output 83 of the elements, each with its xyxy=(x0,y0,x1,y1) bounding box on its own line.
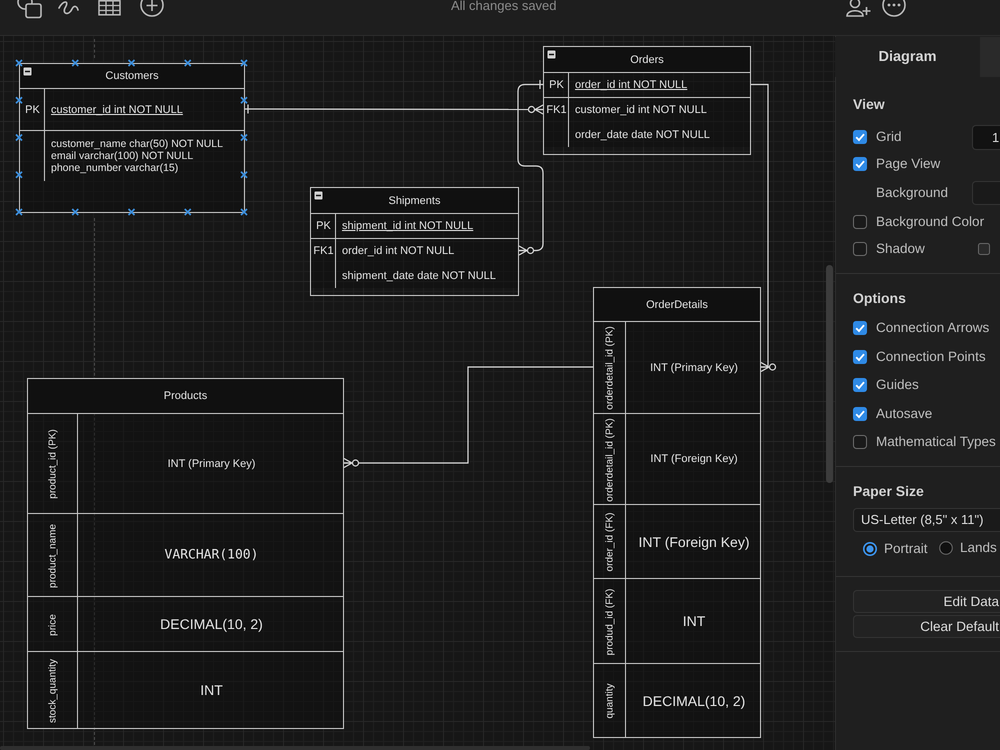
relationship-line xyxy=(517,79,544,256)
column-name: produd_id (FK) xyxy=(604,588,616,655)
button: Clear Default xyxy=(853,615,1000,638)
column-definition: order_id int NOT NULL xyxy=(342,245,454,257)
table-row xyxy=(594,413,760,504)
column-definition: order_date date NOT NULL xyxy=(575,128,710,140)
table-row xyxy=(28,596,343,651)
data-type: INT (Primary Key) xyxy=(168,458,256,470)
radio-label: Portrait xyxy=(884,540,928,558)
data-type: INT (Primary Key) xyxy=(650,362,738,374)
dropdown: US-Letter (8,5" x 11") xyxy=(853,508,1000,532)
table-title: Customers xyxy=(105,70,159,82)
entity-table xyxy=(27,378,344,729)
relationship-line xyxy=(245,104,544,115)
section-heading: Paper Size xyxy=(853,482,924,500)
table-row xyxy=(311,213,518,238)
save-status: All changes saved xyxy=(451,0,557,14)
key-label: FK1 xyxy=(546,104,567,116)
column-name: product_id (PK) xyxy=(48,429,58,499)
column-name: orderdetail_id (PK) xyxy=(604,326,616,410)
table-row xyxy=(544,97,750,122)
key-label: PK xyxy=(25,104,40,116)
column-name: price xyxy=(48,614,58,636)
table-row xyxy=(544,72,750,97)
column-definition: shipment_id int NOT NULL xyxy=(342,220,474,232)
relationship-line xyxy=(751,84,776,372)
checkbox-label: Connection Arrows xyxy=(876,319,990,337)
radio-label: Lands xyxy=(960,539,997,557)
column-definition: shipment_date date NOT NULL xyxy=(342,270,496,282)
key-label: FK1 xyxy=(313,245,334,257)
key-label: PK xyxy=(549,79,564,91)
checkbox-label: Mathematical Types xyxy=(876,433,996,451)
column-definition: customer_id int NOT NULL xyxy=(51,104,183,116)
table-title: Orders xyxy=(630,54,664,66)
data-type: DECIMAL(10, 2) xyxy=(160,616,263,632)
section-heading: Options xyxy=(853,289,906,307)
table-row xyxy=(594,663,760,737)
table-row xyxy=(20,88,244,130)
table-row xyxy=(28,651,343,728)
number-field: 1 xyxy=(972,125,1000,150)
table-row xyxy=(311,263,518,288)
table-row xyxy=(20,130,244,212)
table-row xyxy=(28,513,343,596)
relationship-line xyxy=(343,366,593,468)
button: Edit Data xyxy=(853,590,1000,613)
section-heading: View xyxy=(853,95,885,113)
table-row xyxy=(594,578,760,663)
checkbox-label: Autosave xyxy=(876,405,932,423)
column-definition: phone_number varchar(15) xyxy=(51,162,178,174)
entity-table xyxy=(310,187,519,296)
data-type: VARCHAR(100) xyxy=(164,548,258,562)
table-title: Products xyxy=(164,390,208,402)
checkbox-label: Background Color xyxy=(876,213,984,231)
data-type: DECIMAL(10, 2) xyxy=(642,692,746,708)
column-name: quantity xyxy=(604,683,616,719)
column-definition: order_id int NOT NULL xyxy=(575,79,688,91)
table-title: OrderDetails xyxy=(646,298,708,310)
data-type: INT xyxy=(200,682,223,698)
column-name: order_id (FK) xyxy=(604,512,616,572)
table-row xyxy=(28,413,343,513)
key-label: PK xyxy=(316,220,331,232)
table-row xyxy=(544,122,750,147)
column-name: orderdetail_id (PK) xyxy=(604,418,616,502)
entity-table xyxy=(543,46,751,155)
data-type: INT (Foreign Key) xyxy=(650,453,738,465)
table-row xyxy=(311,238,518,263)
checkbox-label: Connection Points xyxy=(876,348,986,366)
table-row xyxy=(594,321,760,413)
table-title: Shipments xyxy=(388,194,440,206)
data-type: INT (Foreign Key) xyxy=(638,534,750,550)
field-label: Background xyxy=(876,184,948,202)
checkbox-label: Guides xyxy=(876,376,919,394)
checkbox-label: Grid xyxy=(876,128,902,146)
column-definition: email varchar(100) NOT NULL xyxy=(51,150,194,162)
table-row xyxy=(594,504,760,578)
column-name: stock_quantity xyxy=(48,658,58,722)
checkbox-label: Page View xyxy=(876,155,940,173)
column-definition: customer_id int NOT NULL xyxy=(575,104,707,116)
data-type: INT xyxy=(682,613,706,629)
column-name: product_name xyxy=(48,524,58,588)
entity-table xyxy=(593,287,761,738)
checkbox-label: Shadow xyxy=(876,240,925,258)
column-definition: customer_name char(50) NOT NULL xyxy=(51,138,223,150)
